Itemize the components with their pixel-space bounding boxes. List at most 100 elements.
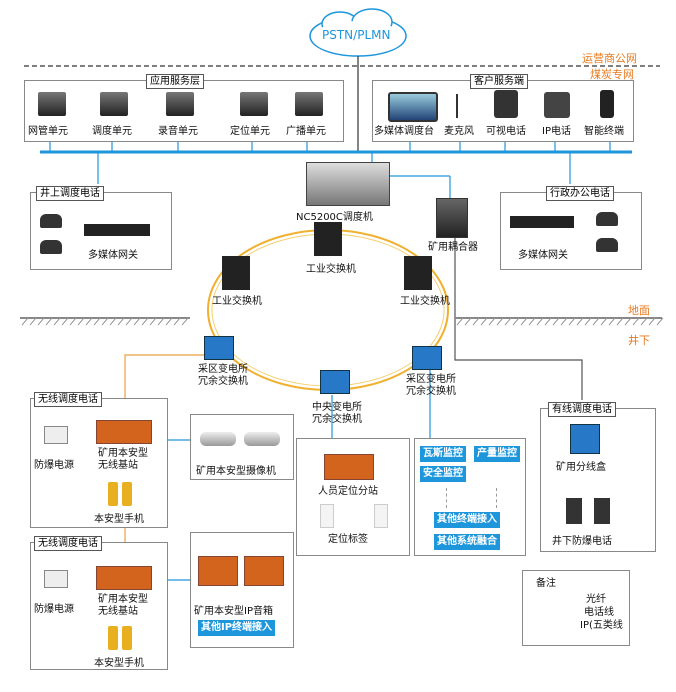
app-unit-label: 网管单元 bbox=[28, 126, 68, 137]
wireless2-power: 防爆电源 bbox=[34, 604, 74, 615]
client-side-title: 客户服务端 bbox=[470, 74, 528, 89]
substation-left-label: 采区变电所 冗余交换机 bbox=[198, 364, 248, 387]
app-unit-label: 定位单元 bbox=[230, 126, 270, 137]
app-unit-label: 录音单元 bbox=[158, 126, 198, 137]
substation-switch-icon bbox=[412, 346, 442, 370]
ground-hatch bbox=[20, 317, 664, 326]
zone-coal: 煤炭专网 bbox=[590, 68, 634, 81]
positioning-station: 人员定位分站 bbox=[318, 486, 378, 497]
handset-icon bbox=[122, 482, 132, 506]
legend-fiber: 光纤 bbox=[586, 594, 606, 605]
wireless2-box bbox=[30, 542, 168, 670]
coupler-icon bbox=[436, 198, 468, 238]
handset-icon bbox=[108, 482, 118, 506]
wireless1-box bbox=[30, 398, 168, 528]
legend-box bbox=[522, 570, 630, 646]
legend-phone: 电话线 bbox=[584, 607, 614, 618]
zone-ground: 地面 bbox=[628, 304, 650, 317]
admin-phone-title: 行政办公电话 bbox=[546, 186, 614, 201]
speaker-icon bbox=[198, 556, 238, 586]
industrial-switch-icon bbox=[222, 256, 250, 290]
substation-switch-icon bbox=[204, 336, 234, 360]
app-unit-label: 广播单元 bbox=[286, 126, 326, 137]
power-icon bbox=[44, 426, 68, 444]
handset-icon bbox=[108, 626, 118, 650]
legend-title: 备注 bbox=[536, 578, 556, 589]
industrial-switch-icon bbox=[314, 222, 342, 256]
mine-phone-title: 井上调度电话 bbox=[36, 186, 104, 201]
wireless2-handset: 本安型手机 bbox=[94, 658, 144, 669]
phone-icon bbox=[40, 214, 62, 228]
camera-icon bbox=[244, 432, 280, 446]
zone-underground: 井下 bbox=[628, 334, 650, 347]
substation-right-label: 采区变电所 冗余交换机 bbox=[406, 374, 456, 397]
switch-left-label: 工业交换机 bbox=[212, 296, 262, 307]
substation-switch-icon bbox=[320, 370, 350, 394]
wireless1-title: 无线调度电话 bbox=[34, 392, 102, 407]
industrial-switch-icon bbox=[404, 256, 432, 290]
speaker-icon bbox=[244, 556, 284, 586]
substation-center-label: 中央变电所 冗余交换机 bbox=[312, 402, 362, 425]
wireless1-power: 防爆电源 bbox=[34, 460, 74, 471]
wired-box-label: 矿用分线盒 bbox=[556, 462, 606, 473]
phone-icon bbox=[596, 212, 618, 226]
client-item-label: 可视电话 bbox=[486, 126, 526, 137]
video-phone-icon bbox=[494, 90, 518, 118]
phone-icon bbox=[596, 238, 618, 252]
cloud-icon bbox=[309, 8, 407, 57]
tag-icon bbox=[320, 504, 334, 528]
tag-icon bbox=[374, 504, 388, 528]
switch-top-label: 工业交换机 bbox=[306, 264, 356, 275]
server-icon bbox=[295, 92, 323, 116]
gas-monitoring-tag: 瓦斯监控 bbox=[420, 446, 466, 462]
base-station-icon bbox=[96, 420, 152, 444]
dispatcher-label: NC5200C调度机 bbox=[296, 212, 373, 223]
camera-box bbox=[190, 414, 294, 480]
wireless2-base: 矿用本安型 无线基站 bbox=[98, 594, 148, 617]
wired-phone-label: 井下防爆电话 bbox=[552, 536, 612, 547]
explosion-proof-phone-icon bbox=[594, 498, 610, 524]
camera-icon bbox=[200, 432, 236, 446]
ip-speaker-label: 矿用本安型IP音箱 bbox=[194, 606, 273, 617]
legend-ip: IP(五类线 bbox=[580, 620, 623, 631]
gateway-icon bbox=[84, 224, 150, 236]
wireless1-handset: 本安型手机 bbox=[94, 514, 144, 525]
explosion-proof-phone-icon bbox=[566, 498, 582, 524]
other-system-tag: 其他系统融合 bbox=[434, 534, 500, 550]
server-icon bbox=[100, 92, 128, 116]
mine-gateway-label: 多媒体网关 bbox=[88, 250, 138, 261]
app-unit-label: 调度单元 bbox=[92, 126, 132, 137]
smartphone-icon bbox=[600, 90, 614, 118]
zone-carrier: 运营商公网 bbox=[582, 52, 637, 65]
other-terminal-tag: 其他终端接入 bbox=[434, 512, 500, 528]
dispatcher-icon bbox=[306, 162, 390, 206]
base-station-icon bbox=[96, 566, 152, 590]
wireless1-base: 矿用本安型 无线基站 bbox=[98, 448, 148, 471]
app-layer-title: 应用服务层 bbox=[146, 74, 204, 89]
server-icon bbox=[240, 92, 268, 116]
admin-gateway-label: 多媒体网关 bbox=[518, 250, 568, 261]
cloud-label: PSTN/PLMN bbox=[322, 28, 391, 42]
phone-icon bbox=[40, 240, 62, 254]
client-item-label: 智能终端 bbox=[584, 126, 624, 137]
ip-phone-icon bbox=[544, 92, 570, 118]
positioning-station-icon bbox=[324, 454, 374, 480]
server-icon bbox=[166, 92, 194, 116]
switch-right-label: 工业交换机 bbox=[400, 296, 450, 307]
wireless2-title: 无线调度电话 bbox=[34, 536, 102, 551]
client-item-label: IP电话 bbox=[542, 126, 571, 137]
camera-label: 矿用本安型摄像机 bbox=[196, 466, 276, 477]
ellipsis-divider bbox=[496, 488, 497, 508]
console-icon bbox=[388, 92, 438, 122]
ip-speaker-tag: 其他IP终端接入 bbox=[198, 620, 276, 636]
gateway-icon bbox=[510, 216, 574, 228]
server-icon bbox=[38, 92, 66, 116]
ellipsis-divider bbox=[446, 488, 447, 508]
client-item-label: 麦克风 bbox=[444, 126, 474, 137]
positioning-tag: 定位标签 bbox=[328, 534, 368, 545]
client-item-label: 多媒体调度台 bbox=[374, 126, 434, 137]
safety-monitoring-tag: 安全监控 bbox=[420, 466, 466, 482]
junction-box-icon bbox=[570, 424, 600, 454]
microphone-icon bbox=[456, 94, 466, 118]
